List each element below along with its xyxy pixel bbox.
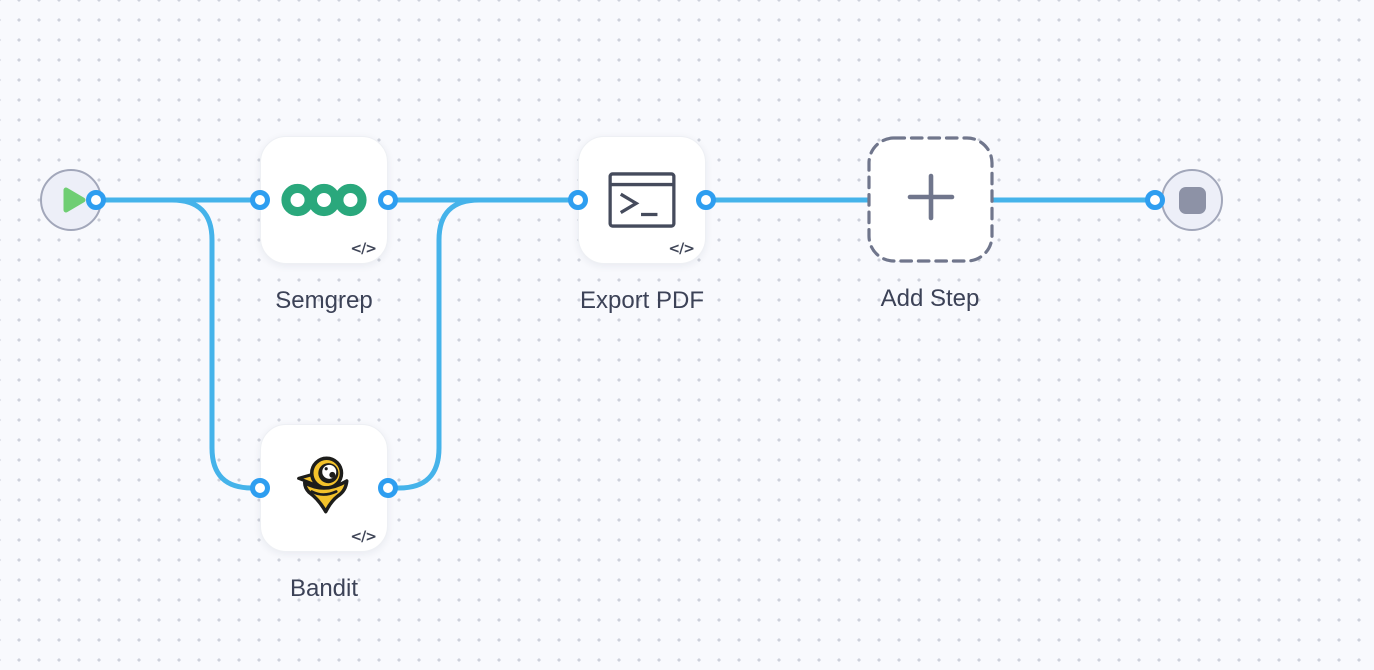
node-add-step[interactable] <box>867 136 994 263</box>
semgrep-logo-icon <box>281 183 367 217</box>
node-bandit[interactable]: </> <box>260 424 388 552</box>
terminal-icon <box>608 172 676 228</box>
port-bandit-output[interactable] <box>378 478 398 498</box>
node-label-semgrep: Semgrep <box>275 287 373 314</box>
port-bandit-input[interactable] <box>250 478 270 498</box>
port-export-pdf-input[interactable] <box>568 190 588 210</box>
port-semgrep-output[interactable] <box>378 190 398 210</box>
node-label-add-step: Add Step <box>880 285 980 312</box>
port-end-input[interactable] <box>1145 190 1165 210</box>
port-export-pdf-output[interactable] <box>696 190 716 210</box>
bandit-logo-icon <box>297 456 349 514</box>
plus-icon <box>907 173 954 221</box>
code-icon: </> <box>350 241 377 257</box>
code-icon: </> <box>350 529 377 545</box>
port-semgrep-input[interactable] <box>250 190 270 210</box>
node-export-pdf[interactable]: </> <box>578 136 706 264</box>
code-icon: </> <box>668 241 695 257</box>
edge-bandit-to-export-pdf <box>385 197 581 491</box>
node-semgrep[interactable]: </> <box>260 136 388 264</box>
port-start-output[interactable] <box>86 190 106 210</box>
stop-icon <box>1178 186 1206 214</box>
end-node[interactable] <box>1161 169 1223 231</box>
play-icon <box>63 187 85 213</box>
node-label-export-pdf: Export PDF <box>579 287 705 314</box>
edge-start-to-bandit <box>93 197 263 491</box>
node-label-bandit: Bandit <box>289 575 359 602</box>
